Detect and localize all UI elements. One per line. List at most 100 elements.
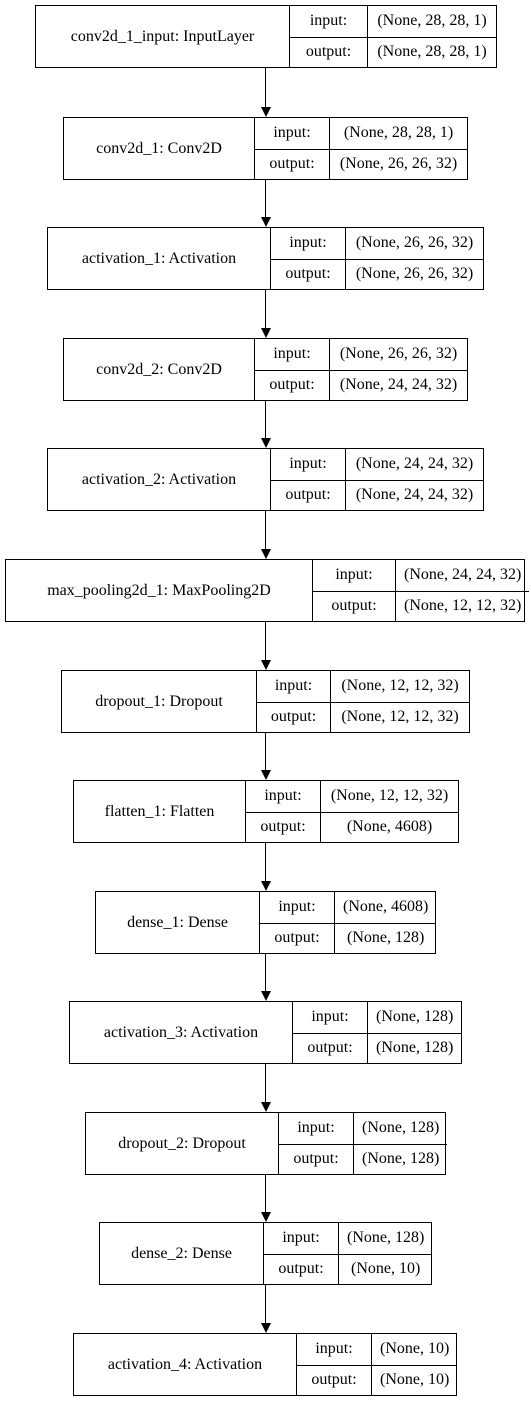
edge-line [265, 843, 266, 882]
layer-name: flatten_1: Flatten [104, 802, 215, 820]
layer-node: dense_2: Dense input: (None, 128) output:(N… [99, 1222, 433, 1285]
arrowhead [260, 217, 271, 227]
layer-name: dropout_1: Dropout [95, 692, 223, 710]
input-shape: (None, 26, 26, 32) [339, 345, 458, 363]
output-label: output: [293, 1032, 368, 1063]
input-shape: (None, 128) [376, 1008, 454, 1026]
input-label: input: [279, 1113, 354, 1144]
arrowhead [260, 1212, 271, 1222]
input-shape: (None, 26, 26, 32) [355, 234, 474, 252]
layer-name: dense_2: Dense [131, 1244, 232, 1262]
layer-io-table: input:(None, 24, 24, 32)output:(None, 12… [312, 560, 530, 621]
input-shape: (None, 128) [362, 1119, 440, 1137]
layer-io-table: input:(None, 10)output:(None, 10) [296, 1334, 458, 1396]
output-shape: (None, 10) [339, 1253, 433, 1285]
output-label: output: [313, 590, 396, 621]
layer-node: conv2d_2: Conv2D input: (None, 26, 26, 32)… [63, 338, 468, 401]
layer-name: activation_1: Activation [81, 249, 237, 267]
output-shape: (None, 128) [368, 1032, 462, 1064]
layer-name: conv2d_1: Conv2D [96, 139, 222, 157]
output-shape: (None, 10) [372, 1364, 458, 1396]
input-shape: (None, 28, 28, 1) [377, 12, 487, 30]
arrowhead [260, 438, 271, 448]
output-shape: (None, 24, 24, 32) [330, 369, 467, 401]
layer-io-table: input:(None, 24, 24, 32)output:(None, 24… [270, 449, 483, 510]
output-shape: (None, 4608) [321, 811, 458, 843]
layer-io-table: input: (None, 4608) output:(None, 128) [259, 892, 437, 954]
layer-io-table: input:(None, 26, 26, 32)output:(None, 24… [254, 339, 467, 400]
input-label: input: [255, 118, 330, 149]
output-label: output: [264, 1253, 339, 1284]
input-label: input: [271, 228, 346, 259]
input-shape: (None, 28, 28, 1) [343, 124, 454, 142]
layer-node: flatten_1: Flatten input: (None, 12, 12, 3… [73, 780, 459, 843]
output-label: output: [279, 1143, 354, 1174]
input-label: input: [297, 1334, 372, 1365]
layer-io-table: input:(None, 26, 26, 32)output:(None, 26… [270, 228, 483, 289]
edge-line [265, 290, 266, 329]
arrowhead [260, 660, 271, 670]
edge-line [265, 954, 266, 992]
output-label: output: [260, 922, 335, 953]
layer-io-table: input: (None, 28, 28, 1) output:(None, 26,… [254, 118, 467, 179]
output-label: output: [255, 148, 330, 179]
edge-line [265, 1175, 266, 1213]
output-label: output: [257, 701, 331, 732]
arrowhead [260, 549, 271, 559]
layer-name: activation_2: Activation [81, 470, 237, 488]
output-label: output: [271, 258, 346, 289]
layer-io-table: input:(None, 28, 28, 1)output:(None, 28,… [289, 6, 496, 67]
output-shape: (None, 24, 24, 32) [346, 479, 483, 511]
output-label: output: [271, 479, 346, 510]
arrowhead [260, 1323, 271, 1333]
input-label: input: [246, 781, 321, 812]
output-shape: (None, 26, 26, 32) [330, 148, 467, 180]
output-shape: (None, 128) [335, 922, 437, 954]
input-shape: (None, 128) [347, 1229, 425, 1247]
edge-line [265, 1285, 266, 1324]
layer-name: dropout_2: Dropout [118, 1134, 246, 1152]
edge-line [265, 68, 266, 108]
input-label: input: [255, 339, 330, 370]
layer-name: conv2d_1_input: InputLayer [70, 27, 255, 45]
output-shape: (None, 26, 26, 32) [346, 258, 483, 290]
arrowhead [260, 328, 271, 338]
input-shape: (None, 12, 12, 32) [330, 787, 449, 805]
layer-name: activation_4: Activation [107, 1355, 263, 1373]
edge-line [265, 511, 266, 550]
layer-io-table: input:(None, 128)output:(None, 128) [278, 1113, 448, 1175]
layer-io-table: input: (None, 128) output:(None, 10) [263, 1223, 433, 1285]
edge-line [265, 180, 266, 218]
arrowhead [260, 770, 271, 780]
input-shape: (None, 10) [380, 1340, 450, 1358]
layer-name: activation_3: Activation [103, 1023, 259, 1041]
input-shape: (None, 4608) [343, 898, 429, 916]
edge-line [265, 733, 266, 771]
input-label: input: [257, 671, 331, 702]
input-label: input: [271, 449, 346, 480]
input-label: input: [293, 1002, 368, 1033]
layer-io-table: input:(None, 128)output:(None, 128) [292, 1002, 462, 1064]
input-shape: (None, 24, 24, 32) [404, 566, 522, 584]
output-label: output: [290, 36, 368, 67]
edge-line [265, 1064, 266, 1103]
output-shape: (None, 128) [354, 1143, 448, 1175]
edge-line [265, 622, 266, 661]
layer-name: max_pooling2d_1: MaxPooling2D [47, 581, 271, 599]
edge-line [265, 401, 266, 439]
layer-name: conv2d_2: Conv2D [96, 360, 222, 378]
input-label: input: [260, 892, 335, 923]
input-label: input: [264, 1223, 339, 1254]
input-shape: (None, 24, 24, 32) [355, 455, 474, 473]
layer-node: conv2d_1_input: InputLayer input: (None, 2… [35, 5, 497, 68]
output-label: output: [246, 811, 321, 842]
input-label: input: [290, 6, 368, 37]
